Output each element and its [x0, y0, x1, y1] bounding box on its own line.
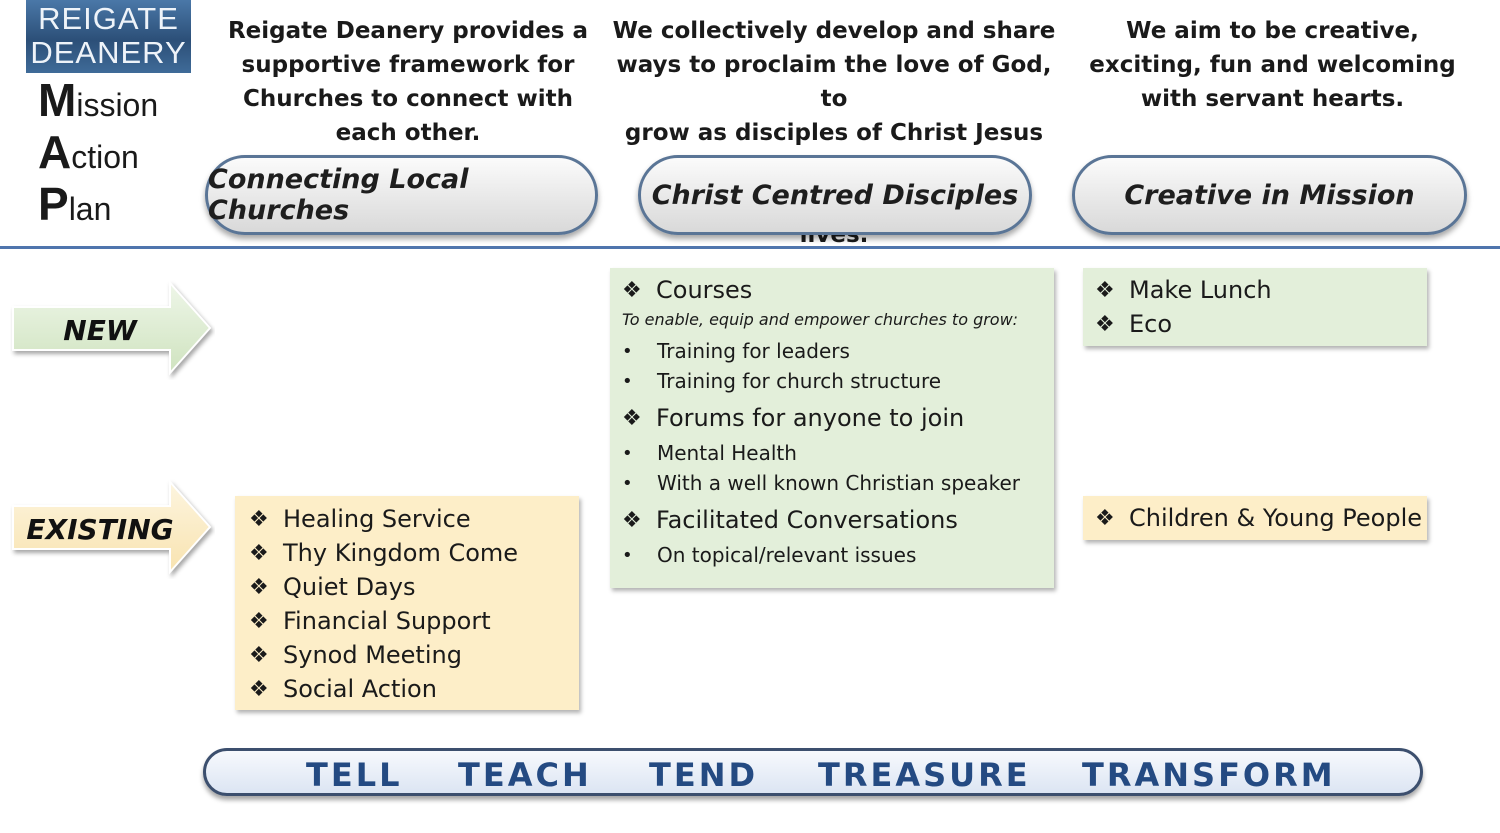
list-item-forums: ❖ Forums for anyone to join: [622, 401, 1054, 435]
statement-connecting: Reigate Deanery provides a supportive fr…: [212, 14, 604, 150]
item-label: Forums for anyone to join: [656, 404, 965, 432]
diamond-bullet-icon: ❖: [249, 506, 269, 532]
five-t-bar: TELL TEACH TEND TREASURE TRANSFORM: [203, 748, 1423, 796]
pillar-creative-in-mission: Creative in Mission: [1072, 155, 1467, 235]
statement-line: Reigate Deanery provides a: [227, 18, 589, 44]
list-item: ❖ Synod Meeting: [249, 638, 579, 672]
existing-arrow: EXISTING: [10, 479, 215, 579]
title-line-plan: Plan: [38, 178, 208, 230]
item-label: Social Action: [283, 675, 437, 703]
diamond-bullet-icon: ❖: [1095, 505, 1115, 531]
diamond-bullet-icon: ❖: [249, 540, 269, 566]
list-item: ❖ Financial Support: [249, 604, 579, 638]
bullet-icon: •: [622, 544, 633, 566]
word-tell: TELL: [306, 756, 403, 794]
item-label: Courses: [656, 276, 753, 304]
sub-bullet: • Mental Health: [622, 438, 1054, 468]
new-disciples-box: ❖ Courses To enable, equip and empower ch…: [610, 268, 1054, 588]
section-divider: [0, 246, 1500, 249]
item-label: Quiet Days: [283, 573, 416, 601]
logo-line-1: REIGATE: [38, 1, 179, 36]
title-initial: A: [38, 126, 72, 178]
bullet-label: Mental Health: [657, 441, 797, 465]
statement-line: supportive framework for: [241, 52, 575, 78]
bullet-label: Training for leaders: [657, 339, 850, 363]
title-rest: ission: [76, 87, 159, 123]
word-tend: TEND: [649, 756, 759, 794]
list-item-conversations: ❖ Facilitated Conversations: [622, 503, 1054, 537]
diamond-bullet-icon: ❖: [1095, 277, 1115, 303]
existing-connecting-box: ❖ Healing Service ❖ Thy Kingdom Come ❖ Quie…: [235, 496, 579, 710]
item-label: Thy Kingdom Come: [283, 539, 519, 567]
word-transform: TRANSFORM: [1082, 756, 1336, 794]
bullet-icon: •: [622, 472, 633, 494]
title-rest: lan: [68, 191, 112, 227]
diamond-bullet-icon: ❖: [1095, 311, 1115, 337]
item-label: Financial Support: [283, 607, 491, 635]
bullet-label: With a well known Christian speaker: [657, 471, 1020, 495]
diamond-bullet-icon: ❖: [249, 642, 269, 668]
sub-bullet: • Training for leaders: [622, 336, 1054, 366]
statement-line: We collectively develop and share: [612, 18, 1056, 44]
bullet-label: Training for church structure: [657, 369, 942, 393]
list-item: ❖ Healing Service: [249, 502, 579, 536]
pillar-connecting-local-churches: Connecting Local Churches: [205, 155, 598, 235]
pillar-christ-centred-disciples: Christ Centred Disciples: [638, 155, 1032, 235]
list-item: ❖ Eco: [1095, 307, 1427, 341]
word-treasure: TREASURE: [818, 756, 1031, 794]
title-rest: ction: [71, 139, 139, 175]
item-label: Synod Meeting: [283, 641, 462, 669]
title-initial: M: [38, 74, 77, 126]
right-arrow-icon: [12, 479, 212, 575]
list-item: ❖ Children & Young People: [1095, 501, 1427, 535]
diamond-bullet-icon: ❖: [249, 676, 269, 702]
new-label: NEW: [63, 313, 137, 347]
list-item: ❖ Thy Kingdom Come: [249, 536, 579, 570]
right-arrow-icon: [12, 280, 212, 376]
word-teach: TEACH: [458, 756, 592, 794]
sub-bullet: • On topical/relevant issues: [622, 540, 1054, 570]
item-label: Eco: [1129, 310, 1173, 338]
bullet-icon: •: [622, 442, 633, 464]
bullet-icon: •: [622, 340, 633, 362]
statement-line: ways to proclaim the love of God, to: [616, 52, 1052, 112]
new-mission-box: ❖ Make Lunch ❖ Eco: [1083, 268, 1427, 346]
sub-bullet: • With a well known Christian speaker: [622, 468, 1054, 498]
list-item: ❖ Quiet Days: [249, 570, 579, 604]
courses-subtitle: To enable, equip and empower churches to…: [622, 310, 1019, 329]
list-item: ❖ Social Action: [249, 672, 579, 706]
title-line-action: Action: [38, 126, 208, 178]
statement-line: each other.: [335, 120, 481, 146]
diamond-bullet-icon: ❖: [249, 608, 269, 634]
existing-label: EXISTING: [26, 512, 174, 546]
statement-line: with servant hearts.: [1140, 86, 1405, 112]
statement-line: We aim to be creative,: [1126, 18, 1419, 44]
title-line-mission: Mission: [38, 74, 208, 126]
item-label: Healing Service: [283, 505, 471, 533]
item-label: Children & Young People: [1129, 504, 1423, 532]
statement-line: Churches to connect with: [243, 86, 573, 112]
diamond-bullet-icon: ❖: [622, 507, 642, 533]
new-arrow: NEW: [10, 280, 215, 380]
mission-action-plan-title: Mission Action Plan: [38, 74, 208, 230]
item-label: Make Lunch: [1129, 276, 1272, 304]
logo-line-2: DEANERY: [30, 35, 187, 70]
title-initial: P: [38, 178, 69, 230]
bullet-label: On topical/relevant issues: [657, 543, 917, 567]
diamond-bullet-icon: ❖: [249, 574, 269, 600]
list-item-courses: ❖ Courses: [622, 273, 1054, 307]
reigate-deanery-logo: REIGATE DEANERY: [26, 0, 191, 73]
statement-mission: We aim to be creative, exciting, fun and…: [1085, 14, 1460, 116]
diamond-bullet-icon: ❖: [622, 405, 642, 431]
sub-bullet: • Training for church structure: [622, 366, 1054, 396]
list-item: ❖ Make Lunch: [1095, 273, 1427, 307]
statement-line: exciting, fun and welcoming: [1089, 52, 1456, 78]
item-label: Facilitated Conversations: [656, 506, 958, 534]
existing-mission-box: ❖ Children & Young People: [1083, 496, 1427, 540]
bullet-icon: •: [622, 370, 633, 392]
diamond-bullet-icon: ❖: [622, 277, 642, 303]
